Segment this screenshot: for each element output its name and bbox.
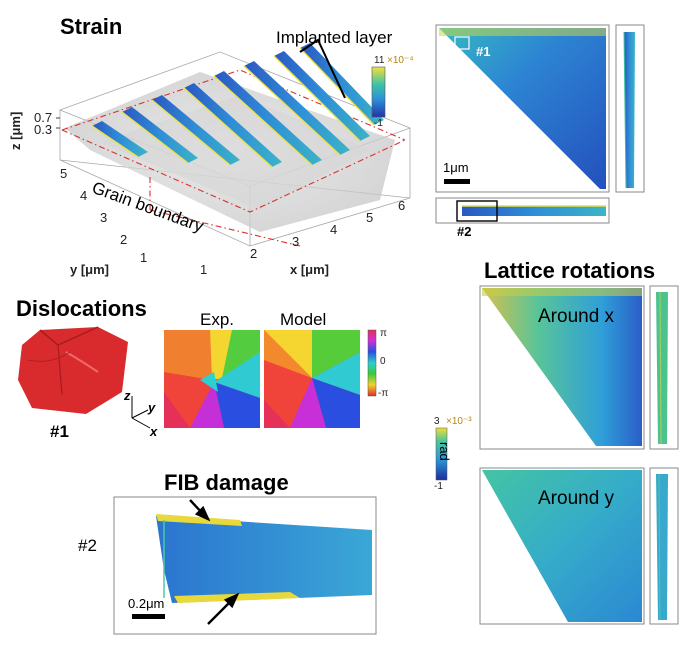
rad-colorbar (435, 427, 448, 481)
fib-title: FIB damage (164, 470, 289, 495)
region-2-box (456, 200, 498, 222)
z-tick-1: 0.3 (34, 122, 53, 137)
region-1-box (454, 36, 470, 50)
phase-colorbar (367, 329, 377, 397)
phase-max: π (380, 328, 387, 339)
strain-colorbar (371, 66, 386, 118)
strain-colorbar-max: 11 (374, 55, 385, 66)
strain-slices (92, 43, 384, 167)
implanted-layer-label: Implanted layer (276, 28, 393, 47)
strain-colorbar-exp: ×10⁻⁴ (387, 55, 414, 66)
rad-colorbar-max: 3 (434, 416, 440, 427)
around-y-label: Around y (538, 488, 615, 509)
rad-colorbar-exp: ×10⁻³ (446, 416, 472, 427)
triad-y-label: y (148, 400, 156, 415)
x-tick-3: 4 (330, 222, 338, 237)
region-2-label: #2 (457, 224, 472, 239)
strain-title: Strain (60, 14, 123, 39)
model-phase-map (264, 330, 360, 428)
rad-colorbar-min: -1 (434, 481, 443, 492)
x-axis-label: x [μm] (290, 262, 330, 277)
rotation-x-side (649, 285, 679, 450)
triad-z-label: z (124, 388, 131, 403)
y-tick-4: 1 (140, 250, 148, 265)
strain-section-panel (435, 24, 610, 193)
lattice-title: Lattice rotations (484, 258, 656, 283)
scale-bar-02um (132, 614, 165, 619)
dislocation-isosurface (18, 326, 128, 414)
y-tick-3: 2 (120, 232, 128, 247)
phase-min: -π (378, 388, 389, 399)
scale-bar-02um-label: 0.2μm (128, 596, 165, 611)
exp-label: Exp. (200, 310, 235, 329)
y-tick-2: 3 (100, 210, 108, 225)
y-tick-1: 4 (80, 188, 88, 203)
rad-colorbar-unit: rad (437, 442, 452, 461)
phase-mid: 0 (380, 356, 386, 367)
y-tick-0: 5 (60, 166, 68, 181)
z-axis-label: z [μm] (8, 111, 23, 150)
dislocations-title: Dislocations (16, 296, 147, 321)
triad-x-label: x (150, 424, 158, 439)
xyz-triad (131, 396, 151, 429)
fib-marker: #2 (78, 536, 97, 555)
x-tick-5: 6 (398, 198, 406, 213)
x-tick-0: 1 (200, 262, 208, 277)
x-tick-2: 3 (292, 234, 300, 249)
region-1-label: #1 (476, 44, 491, 59)
model-label: Model (280, 310, 327, 329)
rotation-y-panel (479, 467, 645, 625)
rotation-x-panel (479, 285, 645, 450)
x-tick-1: 2 (250, 246, 258, 261)
z-tick-0: 0.7 (34, 110, 53, 125)
slice-top-edges (91, 47, 375, 168)
scale-bar-1um-label: 1μm (443, 160, 469, 175)
x-tick-4: 5 (366, 210, 374, 225)
y-axis-label: y [μm] (70, 262, 110, 277)
around-x-label: Around x (538, 306, 615, 327)
damage-arrows (189, 499, 240, 625)
implanted-layer-bracket (299, 38, 346, 99)
exp-phase-map (164, 330, 260, 428)
strain-colorbar-min: -1 (374, 118, 383, 129)
fib-panel (113, 496, 377, 635)
strain-bottom-panel (435, 197, 610, 224)
rotation-y-side (649, 467, 679, 625)
strain-side-panel (615, 24, 645, 193)
dislocation-marker: #1 (50, 422, 69, 441)
scale-bar-1um (444, 179, 470, 184)
